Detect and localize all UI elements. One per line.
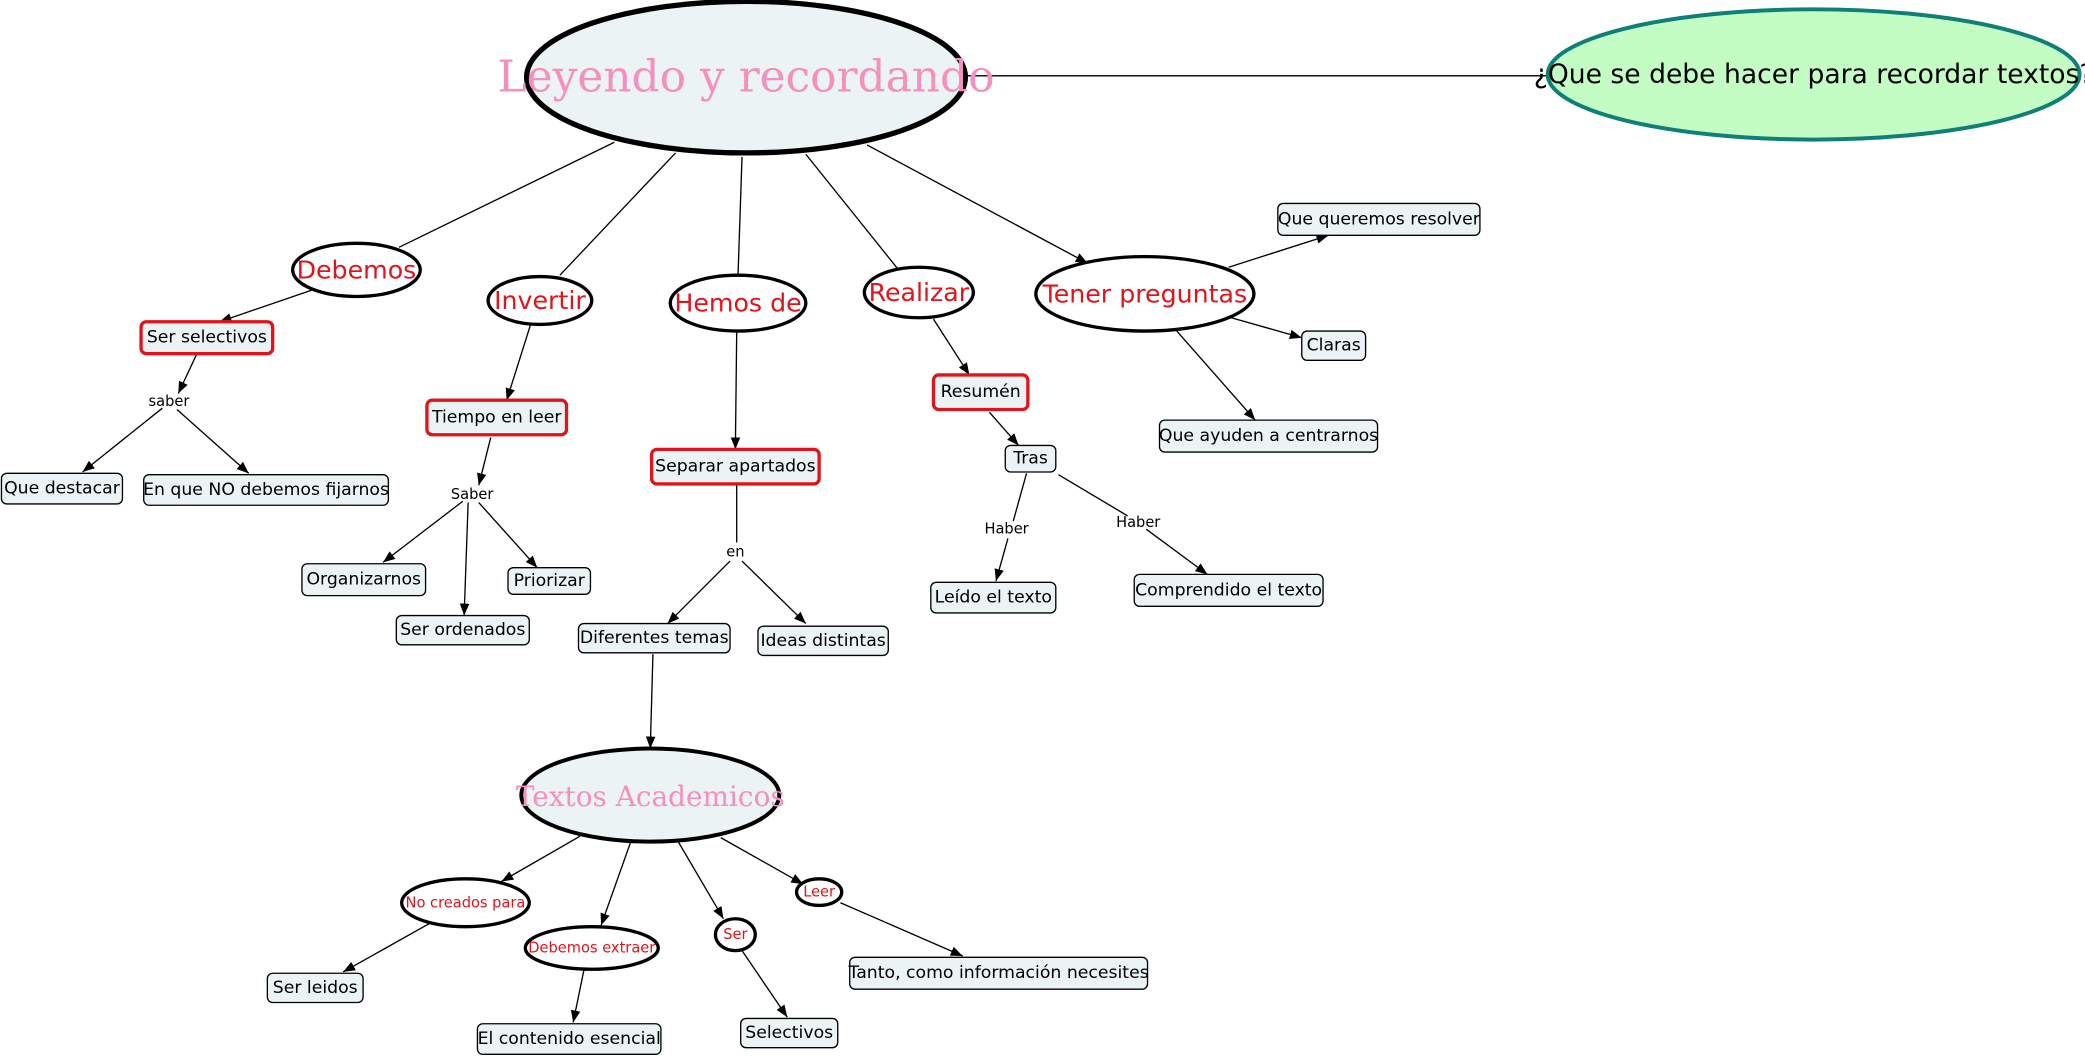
node-leido-texto[interactable]: Leído el texto xyxy=(930,581,1057,614)
node-label: Que ayuden a centrarnos xyxy=(1159,426,1378,446)
textos-academicos-node[interactable]: Textos Academicos xyxy=(516,746,785,844)
node-label: Ideas distintas xyxy=(760,631,885,651)
node-tras[interactable]: Tras xyxy=(1004,444,1057,473)
concept-no-creados[interactable]: No creados para xyxy=(399,877,531,929)
node-ideas-distintas[interactable]: Ideas distintas xyxy=(757,625,889,657)
concept-invertir[interactable]: Invertir xyxy=(486,274,594,327)
concept-debemos-extraer[interactable]: Debemos extraer xyxy=(523,925,660,971)
link-label-saber: saber xyxy=(149,393,190,410)
node-en-que-no[interactable]: En que NO debemos fijarnos xyxy=(143,473,390,506)
main-topic-node[interactable]: Leyendo y recordando xyxy=(497,0,995,156)
node-label: Ser ordenados xyxy=(400,620,525,640)
concept-label: Realizar xyxy=(869,278,970,307)
node-tanto[interactable]: Tanto, como información necesites xyxy=(848,956,1149,990)
concept-leer[interactable]: Leer xyxy=(794,877,844,908)
node-label: En que NO debemos fijarnos xyxy=(143,480,389,500)
main-title: Leyendo y recordando xyxy=(497,52,994,103)
node-label: Selectivos xyxy=(745,1023,833,1043)
link-label-haber: Haber xyxy=(984,521,1028,538)
node-que-queremos-resolver[interactable]: Que queremos resolver xyxy=(1277,202,1481,236)
node-tiempo-en-leer[interactable]: Tiempo en leer xyxy=(425,398,569,437)
node-ser-selectivos[interactable]: Ser selectivos xyxy=(139,320,275,356)
node-label: Organizarnos xyxy=(306,570,421,590)
node-selectivos[interactable]: Selectivos xyxy=(740,1017,839,1049)
concept-ser[interactable]: Ser xyxy=(713,917,757,953)
node-priorizar[interactable]: Priorizar xyxy=(507,567,592,595)
concept-label: Leer xyxy=(803,884,835,901)
edges xyxy=(82,75,1547,1023)
concept-hemos-de[interactable]: Hemos de xyxy=(668,273,808,333)
node-resumen[interactable]: Resumén xyxy=(931,373,1030,412)
node-label: Separar apartados xyxy=(655,457,815,477)
node-label: Que queremos resolver xyxy=(1278,209,1481,229)
node-label: Ser selectivos xyxy=(147,328,267,348)
node-contenido-esencial[interactable]: El contenido esencial xyxy=(476,1023,662,1056)
node-label: El contenido esencial xyxy=(478,1029,661,1049)
node-label: Resumén xyxy=(941,382,1021,402)
node-ser-leidos[interactable]: Ser leidos xyxy=(266,972,364,1004)
node-label: Claras xyxy=(1307,336,1361,356)
node-que-ayuden[interactable]: Que ayuden a centrarnos xyxy=(1158,419,1379,453)
concept-realizar[interactable]: Realizar xyxy=(862,265,976,320)
node-claras[interactable]: Claras xyxy=(1301,330,1367,361)
node-que-destacar[interactable]: Que destacar xyxy=(0,472,124,505)
concept-label: Tener preguntas xyxy=(1042,279,1248,308)
link-label-saber: Saber xyxy=(451,486,494,503)
node-label: Tras xyxy=(1012,449,1048,469)
node-comprendido-texto[interactable]: Comprendido el texto xyxy=(1133,573,1324,607)
node-diferentes-temas[interactable]: Diferentes temas xyxy=(577,622,731,654)
link-label-haber: Haber xyxy=(1116,514,1160,531)
concept-label: Debemos xyxy=(297,255,417,284)
node-label: Leído el texto xyxy=(935,588,1052,608)
node-label: Que destacar xyxy=(4,479,121,499)
concept-label: No creados para xyxy=(406,894,526,911)
node-label: Comprendido el texto xyxy=(1135,580,1322,600)
node-ser-ordenados[interactable]: Ser ordenados xyxy=(395,614,530,646)
node-separar-apartados[interactable]: Separar apartados xyxy=(649,447,821,486)
concept-label: Hemos de xyxy=(674,289,801,318)
link-label-en: en xyxy=(726,543,744,560)
node-label: Diferentes temas xyxy=(580,628,729,648)
question-node[interactable]: ¿Que se debe hacer para recordar textos? xyxy=(1534,7,2085,142)
question-text: ¿Que se debe hacer para recordar textos? xyxy=(1534,59,2085,90)
node-label: Tanto, como información necesites xyxy=(848,963,1149,983)
node-label: Ser leidos xyxy=(273,978,358,998)
textos-academicos-title: Textos Academicos xyxy=(516,780,785,813)
concept-label: Ser xyxy=(723,926,747,943)
node-label: Tiempo en leer xyxy=(431,407,562,427)
concept-label: Debemos extraer xyxy=(528,939,655,956)
concept-debemos[interactable]: Debemos xyxy=(290,241,422,299)
concept-label: Invertir xyxy=(494,286,586,315)
node-organizarnos[interactable]: Organizarnos xyxy=(301,563,427,597)
node-label: Priorizar xyxy=(514,571,586,591)
concept-tener-preguntas[interactable]: Tener preguntas xyxy=(1034,254,1256,333)
